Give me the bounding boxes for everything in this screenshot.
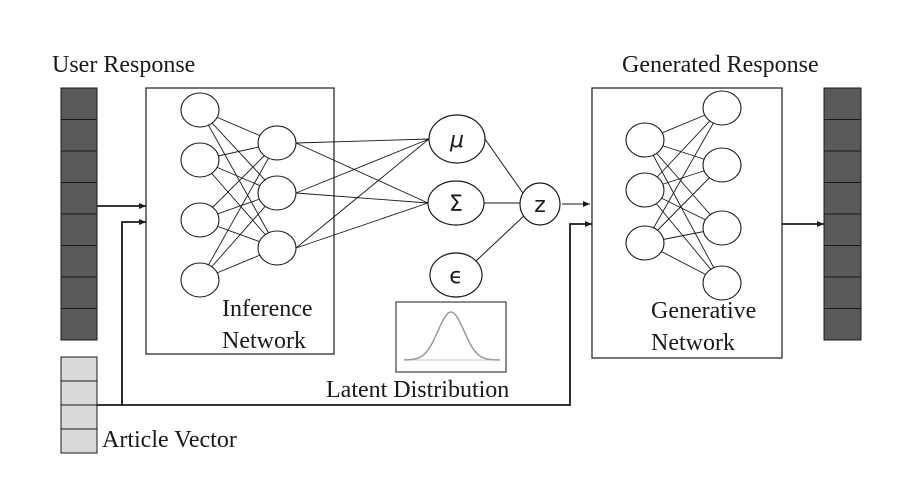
epsilon-symbol: ϵ: [449, 264, 463, 289]
neuron-node: [180, 262, 220, 298]
network-edge: [199, 109, 278, 249]
generated-response-cell: [823, 245, 862, 278]
sigma-node: Σ: [427, 180, 485, 226]
user-response-cell: [60, 150, 98, 183]
neuron-node: [257, 175, 297, 211]
latent-edge: [295, 138, 430, 144]
network-edge: [644, 139, 723, 229]
article-vector: [60, 356, 98, 454]
network-edge: [644, 107, 723, 244]
neuron-node: [180, 202, 220, 238]
inference-network-label-line1: Inference: [222, 296, 313, 322]
neuron-node: [625, 172, 665, 208]
user-response-cell: [60, 213, 98, 246]
mu-node: μ: [428, 114, 486, 164]
neuron-node: [625, 122, 665, 158]
neuron-node: [180, 92, 220, 128]
generated-response-cell: [823, 87, 862, 120]
epsilon-to-z-edge: [475, 212, 528, 262]
mu-to-z-edge: [484, 138, 526, 197]
network-edge: [644, 139, 723, 284]
inference-network-label-line2: Network: [222, 328, 306, 354]
latent-edge: [295, 192, 429, 204]
neuron-node: [180, 142, 220, 178]
user-response-cell: [60, 182, 98, 215]
generated-response-title: Generated Response: [622, 52, 819, 78]
neuron-node: [625, 225, 665, 261]
epsilon-node: ϵ: [429, 252, 483, 298]
neuron-node: [257, 230, 297, 266]
inference-network-box: [145, 87, 335, 355]
generated-response-cell: [823, 182, 862, 215]
user-response-cell: [60, 119, 98, 152]
article-to-generative-arrow: [122, 221, 592, 406]
generative-network-nodes: [625, 90, 742, 301]
generative-network-box: [591, 87, 783, 359]
neuron-node: [702, 147, 742, 183]
article-vector-cell: [60, 356, 98, 382]
article-vector-label: Article Vector: [102, 427, 237, 453]
user-response-vector: [60, 87, 98, 341]
latent-distribution-label: Latent Distribution: [326, 377, 509, 403]
z-symbol: z: [534, 193, 546, 218]
generative-network-label-line2: Network: [651, 330, 735, 356]
article-vector-cell: [60, 428, 98, 454]
article-vector-cell: [60, 404, 98, 430]
latent-edge: [295, 138, 430, 194]
inference-network-nodes: [180, 92, 297, 298]
latent-distribution-plot: [395, 301, 507, 373]
article-to-inference-arrow: [97, 219, 146, 406]
article-vector-cell: [60, 380, 98, 406]
neuron-node: [702, 90, 742, 126]
network-edge: [199, 142, 278, 281]
latent-edge: [295, 142, 429, 204]
network-edge: [199, 192, 278, 281]
latent-edge: [295, 202, 429, 249]
generated-response-cell: [823, 308, 862, 341]
generated-response-cell: [823, 213, 862, 246]
neuron-node: [702, 210, 742, 246]
generated-response-cell: [823, 150, 862, 183]
latent-edges: [295, 138, 430, 249]
user-response-cell: [60, 245, 98, 278]
generated-response-vector: [823, 87, 862, 341]
neuron-node: [257, 125, 297, 161]
mu-symbol: μ: [449, 128, 464, 153]
gaussian-curve: [403, 311, 501, 361]
generated-response-cell: [823, 119, 862, 152]
user-response-cell: [60, 308, 98, 341]
z-node: z: [519, 182, 561, 226]
user-response-cell: [60, 87, 98, 120]
generated-response-cell: [823, 276, 862, 309]
user-response-cell: [60, 276, 98, 309]
network-edge: [644, 107, 723, 191]
network-edge: [199, 159, 278, 249]
network-edge: [644, 189, 723, 284]
neuron-node: [702, 265, 742, 301]
sigma-symbol: Σ: [449, 192, 463, 217]
generative-network-label-line1: Generative: [651, 298, 756, 324]
user-response-title: User Response: [52, 52, 195, 78]
latent-edge: [295, 138, 430, 249]
